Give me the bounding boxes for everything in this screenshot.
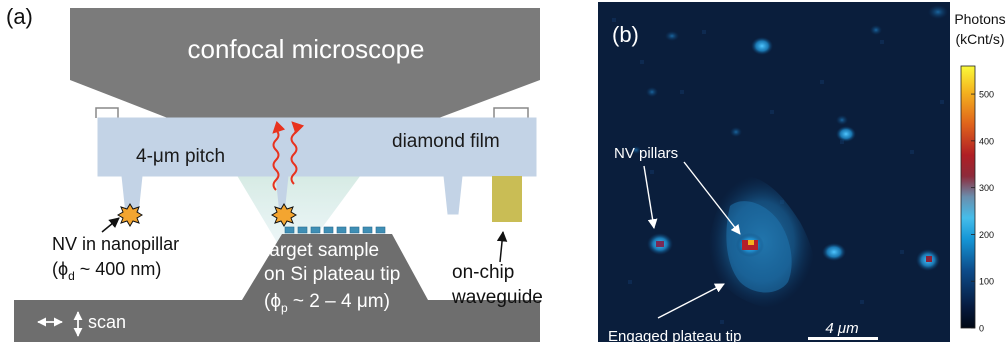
dim-spot [665, 31, 679, 41]
colorbar-title-line1: Photons [954, 11, 1005, 27]
dim-spot [870, 25, 882, 35]
colorbar-tick-label: 500 [979, 90, 994, 100]
colorbar-tick-label: 300 [979, 183, 994, 193]
target-label-line2: on Si plateau tip [264, 264, 400, 285]
nv-center-right [271, 203, 297, 227]
colorbar-tick-label: 400 [979, 136, 994, 146]
emission-arrow-left [272, 120, 286, 191]
film-tab-left [95, 107, 119, 118]
nv-pillars-arrow-left [643, 165, 658, 229]
colorbar: Photons (kCnt/s) 0 100 200 300 400 500 [954, 11, 1005, 334]
waveguide-pointer-arrow [496, 230, 508, 263]
plateau-label: Engaged plateau tip [608, 328, 741, 345]
dim-spot [836, 115, 848, 125]
nv-spot [822, 243, 846, 261]
colorbar-tick-label: 100 [979, 277, 994, 287]
scale-bar-label: 4 μm [825, 320, 858, 337]
plateau-arrow [657, 283, 725, 319]
microscope-objective [70, 8, 540, 122]
scan-label: scan [88, 312, 126, 332]
nv-spot-right-core [926, 256, 932, 262]
panel-a: (a) confocal microscope 4-μm pitch diamo… [6, 4, 543, 342]
waveguide-label-line1: on-chip [452, 262, 514, 283]
scale-bar [808, 337, 878, 340]
dim-spot [730, 127, 742, 137]
nv-spot-left-core [656, 241, 664, 247]
nv-center-left [117, 203, 143, 227]
nv-spot-hot-core [748, 240, 754, 245]
fluorescence-content [612, 5, 948, 324]
film-label: diamond film [392, 131, 500, 152]
waveguide [492, 176, 522, 222]
nv-pillars-arrow-right [683, 161, 741, 235]
emission-arrow-right [290, 121, 305, 185]
dim-spot [646, 87, 658, 97]
target-label-line1: target sample [264, 240, 379, 261]
nv-label-line1: NV in nanopillar [52, 234, 179, 254]
panel-b: (b) NV pillars Engaged plateau tip 4 μm [598, 2, 950, 345]
dim-spot [928, 5, 948, 19]
film-tab-right [493, 107, 529, 118]
nv-label-line2: (ϕd ~ 400 nm) [52, 259, 161, 283]
colorbar-tick-label: 200 [979, 230, 994, 240]
colorbar-gradient [960, 65, 976, 329]
nv-pillars-label: NV pillars [614, 145, 678, 162]
scan-stage [14, 234, 540, 342]
nv-spot [751, 37, 773, 55]
target-label-line3: (ϕp ~ 2 – 4 μm) [264, 291, 390, 315]
nv-pointer-arrow [101, 217, 120, 233]
panel-b-label: (b) [612, 22, 639, 47]
target-sample-pads [284, 226, 386, 234]
microscope-label: confocal microscope [188, 34, 425, 64]
dim-spot [631, 146, 641, 154]
colorbar-tick-label: 0 [979, 324, 984, 334]
nv-spot [836, 126, 856, 142]
diamond-film-body [98, 118, 536, 176]
colorbar-title-line2: (kCnt/s) [956, 31, 1005, 47]
waveguide-label-line2: waveguide [451, 287, 543, 308]
colorbar-ticks: 0 100 200 300 400 500 [971, 90, 994, 334]
panel-a-label: (a) [6, 4, 33, 29]
scan-arrows-icon [37, 311, 83, 337]
pitch-label: 4-μm pitch [136, 146, 225, 167]
